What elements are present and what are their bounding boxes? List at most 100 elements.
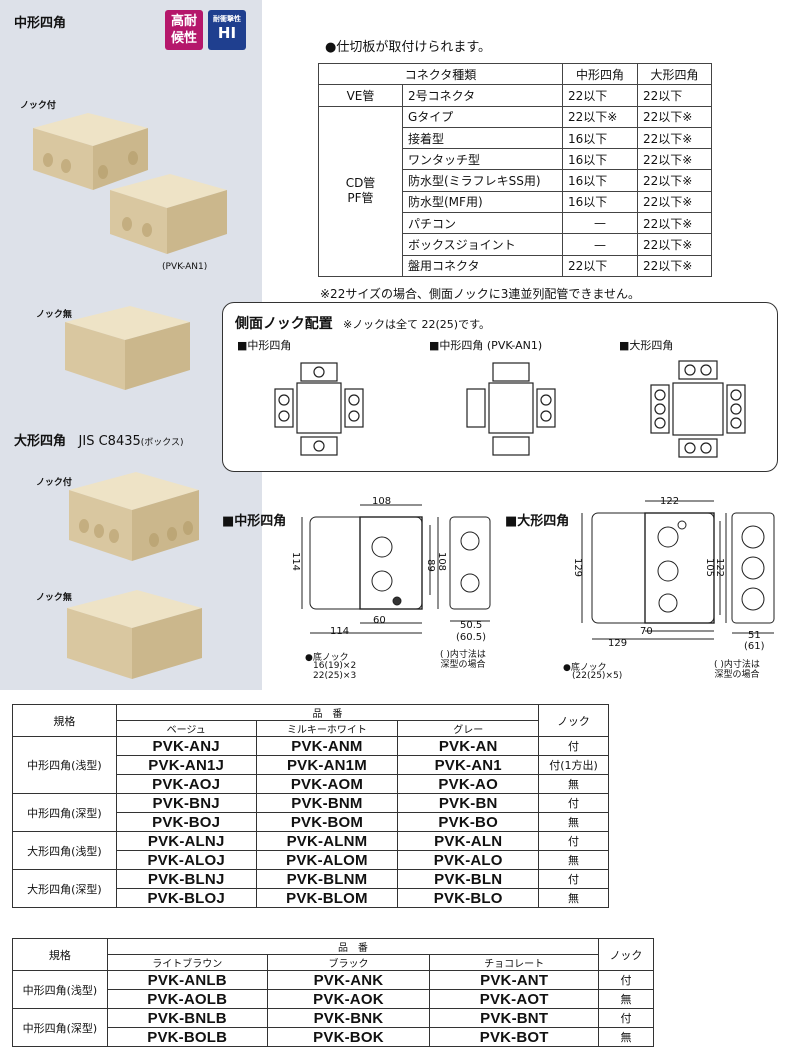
- part-header: 品 番: [115, 704, 540, 721]
- knock-diagram-an1: [466, 362, 556, 456]
- spec-cell: 中形四角(深型): [12, 793, 117, 832]
- part-code: PVK-AN: [397, 736, 540, 756]
- connector-large: 22以下※: [637, 148, 712, 171]
- dim-medium-bottom-knock: ●底ノック: [305, 653, 349, 663]
- connector-large: 22以下※: [637, 169, 712, 192]
- dim-large-7: 51: [748, 630, 761, 641]
- part-code: PVK-BLN: [397, 869, 540, 889]
- connector-large: 22以下: [637, 84, 712, 107]
- knock-cell: 付: [538, 869, 609, 889]
- connector-large: 22以下※: [637, 105, 712, 128]
- dim-medium-bottom-detail: 16(19)×2 22(25)×3: [313, 661, 357, 681]
- part-code: PVK-ALOJ: [115, 850, 257, 870]
- color-header: ブラック: [266, 954, 431, 971]
- connector-medium: 22以下: [562, 254, 638, 277]
- part-header: 品 番: [106, 938, 600, 955]
- part-code: PVK-BNK: [266, 1008, 431, 1028]
- box-photo-large-knock: [69, 472, 199, 561]
- connector-large: 22以下※: [637, 126, 712, 150]
- part-code: PVK-BOJ: [115, 812, 257, 832]
- dim-medium-note: ( )内寸法は 深型の場合: [440, 650, 486, 670]
- knock-cell: 無: [598, 989, 654, 1009]
- dim-medium-3: 89: [424, 559, 436, 572]
- knock-diagram-large: [650, 360, 746, 458]
- dim-drawing-large: [581, 500, 775, 640]
- part-code: PVK-AN1M: [255, 755, 399, 775]
- connector-medium: —: [562, 233, 638, 256]
- part-code: PVK-AOLB: [106, 989, 268, 1009]
- dim-medium-1: 108: [372, 496, 392, 507]
- part-code: PVK-BN: [397, 793, 540, 813]
- knock-header: ノック: [598, 938, 654, 971]
- part-code: PVK-AOT: [429, 989, 600, 1009]
- part-code: PVK-BOLB: [106, 1027, 268, 1047]
- dim-large-bottom-detail: (22(25)×5): [572, 671, 623, 681]
- part-code: PVK-BLNJ: [115, 869, 257, 889]
- knock-label-large: ■大形四角: [619, 339, 674, 352]
- connector-header-medium: 中形四角: [562, 62, 638, 86]
- connector-large: 22以下※: [637, 254, 712, 277]
- connector-type: 盤用コネクタ: [402, 254, 563, 277]
- part-code: PVK-ANJ: [115, 736, 257, 756]
- knock-cell: 付: [598, 970, 654, 990]
- box-photo-large-no-knock: [67, 590, 202, 679]
- connector-group-ve: VE管: [318, 84, 403, 107]
- knock-without-label-2: ノック無: [36, 593, 72, 603]
- part-code: PVK-ANLB: [106, 970, 268, 990]
- dim-large-6: 129: [608, 638, 628, 649]
- knock-cell: 付(1方出): [538, 755, 609, 775]
- box-photo-no-knock: [65, 306, 190, 390]
- knock-cell: 無: [538, 812, 609, 832]
- connector-medium: 16以下: [562, 126, 638, 150]
- large-square-name: 大形四角: [14, 434, 67, 449]
- part-code: PVK-AN1: [397, 755, 540, 775]
- part-code: PVK-ALN: [397, 831, 540, 851]
- connector-type: 防水型(MF用): [402, 190, 563, 214]
- part-code: PVK-BO: [397, 812, 540, 832]
- connector-table: コネクタ種類 中形四角 大形四角 VE管 2号コネクタ 22以下 22以下 CD…: [318, 62, 712, 277]
- dim-large-4: 122: [714, 557, 726, 578]
- part-code: PVK-BLOJ: [115, 888, 257, 908]
- knock-cell: 付: [538, 831, 609, 851]
- dim-drawing-medium: [301, 504, 491, 634]
- dim-large-5: 70: [640, 626, 653, 637]
- knock-with-label-2: ノック付: [36, 478, 72, 488]
- knock-cell: 付: [538, 736, 609, 756]
- knock-cell: 無: [598, 1027, 654, 1047]
- connector-large: 22以下※: [637, 212, 712, 235]
- part-code: PVK-BNJ: [115, 793, 257, 813]
- color-header: チョコレート: [429, 954, 600, 971]
- model-label: (PVK-AN1): [162, 262, 208, 272]
- dim-medium-8: (60.5): [456, 632, 487, 643]
- knock-with-label: ノック付: [20, 101, 56, 111]
- part-code: PVK-ANM: [255, 736, 399, 756]
- color-header: グレー: [397, 720, 540, 737]
- connector-type: 接着型: [402, 126, 563, 150]
- product-photo-panel: 中形四角 高耐 候性 耐衝撃性 HI ノック付 (PVK-AN1) ノック無 大…: [0, 0, 262, 690]
- part-code: PVK-ALNM: [255, 831, 399, 851]
- spec-cell: 大形四角(深型): [12, 869, 117, 908]
- box-label: (ボックス): [140, 438, 184, 448]
- knock-without-label: ノック無: [36, 310, 72, 320]
- dim-large-1: 122: [660, 496, 680, 507]
- large-square-title: 大形四角 JIS C8435(ボックス): [14, 430, 184, 449]
- box-photo-an1: [110, 174, 227, 254]
- connector-footnote: ※22サイズの場合、側面ノックに3連並列配管できません。: [320, 287, 641, 301]
- part-code: PVK-AOJ: [115, 774, 257, 794]
- connector-type: 防水型(ミラフレキSS用): [402, 169, 563, 192]
- product-table-2: 規格 品 番 ノック ライトブラウン ブラック チョコレート 中形四角(浅型) …: [12, 938, 654, 1047]
- part-code: PVK-ALO: [397, 850, 540, 870]
- knock-layout-title: 側面ノック配置: [235, 316, 333, 332]
- connector-medium: —: [562, 212, 638, 235]
- part-code: PVK-AOM: [255, 774, 399, 794]
- color-header: ベージュ: [115, 720, 257, 737]
- knock-diagram-medium: [274, 362, 364, 456]
- part-code: PVK-AN1J: [115, 755, 257, 775]
- dim-medium-6: 114: [330, 626, 350, 637]
- connector-large: 22以下※: [637, 190, 712, 214]
- spec-cell: 中形四角(深型): [12, 1008, 108, 1047]
- part-code: PVK-BLNM: [255, 869, 399, 889]
- connector-header-large: 大形四角: [637, 62, 712, 86]
- knock-cell: 付: [538, 793, 609, 813]
- weather-resistant-badge: 高耐 候性: [165, 10, 203, 50]
